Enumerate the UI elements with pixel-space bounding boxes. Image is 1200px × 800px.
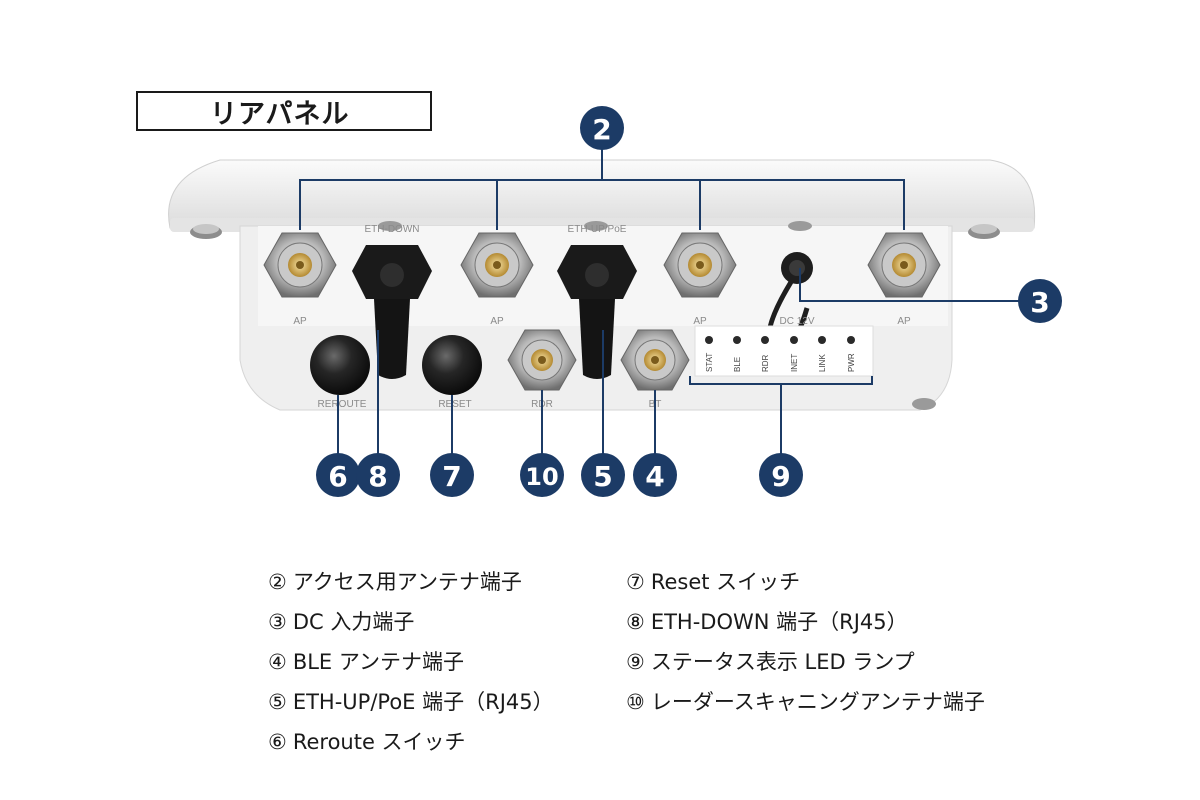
- legend-text: Reset スイッチ: [650, 570, 801, 594]
- led-label: STAT: [705, 353, 714, 372]
- led-labels: STAT BLE RDR INET LINK PWR: [705, 353, 856, 372]
- legend-number: ⑤: [268, 690, 287, 714]
- port-label-ap: AP: [293, 316, 307, 327]
- callout-label: 8: [368, 460, 387, 493]
- housing-top: [168, 159, 1036, 229]
- callout-label: 4: [645, 460, 664, 493]
- led-label: RDR: [761, 354, 770, 372]
- callout-3: 3: [1018, 279, 1062, 323]
- legend-number: ⑨: [626, 650, 645, 674]
- port-label-reroute: REROUTE: [318, 399, 367, 410]
- rdr-connector: [507, 329, 577, 391]
- legend-text: レーダースキャニングアンテナ端子: [650, 690, 985, 714]
- callout-label: 9: [771, 460, 790, 493]
- led-label: INET: [790, 354, 799, 372]
- port-label-reset: RESET: [438, 399, 471, 410]
- reroute-button-icon: [310, 335, 370, 395]
- port-label-eth-down: ETH-DOWN: [365, 224, 420, 235]
- legend-number: ②: [268, 570, 287, 594]
- legend-text: BLE アンテナ端子: [292, 650, 465, 674]
- led-label: LINK: [818, 354, 827, 372]
- legend-text: アクセス用アンテナ端子: [292, 570, 522, 594]
- port-label-ap: AP: [693, 316, 707, 327]
- section-title: リアパネル: [136, 91, 432, 131]
- port-label-dc: DC 12V: [779, 316, 814, 327]
- legend-text: Reroute スイッチ: [292, 730, 466, 754]
- callout-label: 6: [328, 460, 347, 493]
- screw-icon: [378, 221, 936, 410]
- callout-8: 8: [356, 453, 400, 497]
- callout-label: 10: [525, 463, 558, 491]
- callout-6: 6: [316, 453, 360, 497]
- legend-number: ⑥: [268, 730, 287, 754]
- callout-5: 5: [581, 453, 625, 497]
- ap-connector-2: [460, 232, 534, 298]
- callout-label: 7: [442, 460, 461, 493]
- port-label-ap: AP: [490, 316, 504, 327]
- screw-icon: [968, 224, 1000, 239]
- led-label: PWR: [847, 353, 856, 372]
- callout-label: 5: [593, 460, 612, 493]
- ap-connector-3: [663, 232, 737, 298]
- port-label-eth-up: ETH-UP/PoE: [568, 224, 627, 235]
- callout-2: 2: [580, 106, 624, 150]
- ap-connector-4: [867, 232, 941, 298]
- legend-number: ③: [268, 610, 287, 634]
- legend-text: ETH-DOWN 端子（RJ45）: [650, 610, 908, 634]
- leader-lines: [299, 148, 1040, 460]
- legend-number: ⑦: [626, 570, 645, 594]
- callout-label: 2: [592, 113, 611, 146]
- legend-text: ETH-UP/PoE 端子（RJ45）: [292, 690, 554, 714]
- eth-down-port: [352, 245, 432, 379]
- reset-button-icon: [422, 335, 482, 395]
- led-label: BLE: [733, 357, 742, 372]
- callout-label: 3: [1030, 286, 1049, 319]
- legend-number: ④: [268, 650, 287, 674]
- callout-10: 10: [520, 453, 564, 497]
- screw-icon: [190, 224, 222, 239]
- bt-connector: [620, 329, 690, 391]
- legend-number: ⑧: [626, 610, 645, 634]
- legend-text: ステータス表示 LED ランプ: [650, 650, 915, 674]
- led-dots: [705, 336, 855, 344]
- rear-panel-diagram: STAT BLE RDR INET LINK PWR AP AP AP AP E…: [168, 106, 1062, 497]
- led-panel: [694, 325, 874, 377]
- port-label-ap: AP: [897, 316, 911, 327]
- legend-text: DC 入力端子: [292, 610, 415, 634]
- eth-up-port: [557, 245, 637, 379]
- callout-4: 4: [633, 453, 677, 497]
- ap-connector-1: [263, 232, 337, 298]
- callout-7: 7: [430, 453, 474, 497]
- legend-number: ⑩: [626, 690, 645, 714]
- callout-9: 9: [759, 453, 803, 497]
